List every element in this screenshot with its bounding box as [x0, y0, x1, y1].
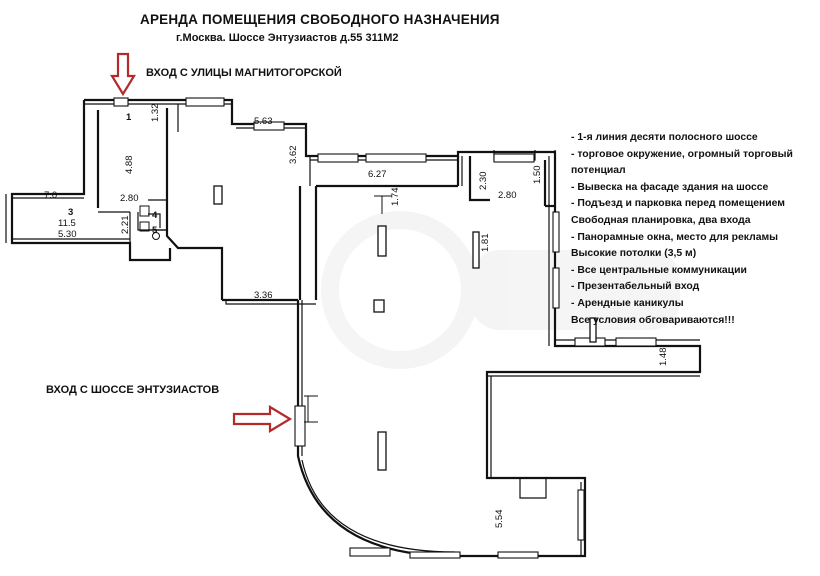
- feature-item: потенциал: [571, 165, 626, 177]
- dim-2-80-right: 2.80: [498, 190, 517, 201]
- dim-1-81: 1.81: [480, 234, 491, 253]
- feature-item: - Арендные каникулы: [571, 297, 684, 309]
- room-4-label: 4: [152, 210, 158, 221]
- window-markers: [113, 97, 657, 559]
- dim-3-36: 3.36: [254, 290, 273, 301]
- dim-3-62: 3.62: [288, 146, 299, 165]
- room-3-label: 3: [68, 207, 73, 218]
- feature-item: - Панорамные окна, место для рекламы: [571, 231, 779, 243]
- dim-2-80-left: 2.80: [120, 193, 139, 204]
- watermark: [321, 211, 680, 369]
- arrow-right-icon: [232, 405, 293, 433]
- dim-5-30: 5.30: [58, 229, 77, 240]
- dim-6-27: 6.27: [368, 169, 387, 180]
- feature-item: - 1-я линия десяти полосного шоссе: [571, 132, 758, 143]
- arrow-down-icon: [110, 52, 136, 97]
- entrance-bottom-label: ВХОД С ШОССЕ ЭНТУЗИАСТОВ: [46, 384, 220, 396]
- dim-4-88: 4.88: [124, 156, 135, 175]
- feature-item: - Вывеска на фасаде здания на шоссе: [571, 181, 769, 193]
- columns: [213, 185, 597, 471]
- features-list: - 1-я линия десяти полосного шоссе - тор…: [571, 130, 816, 329]
- dim-2-21: 2.21: [120, 216, 131, 235]
- dim-7-0: 7.0: [44, 190, 57, 201]
- feature-item: - торговое окружение, огромный торговый: [571, 148, 793, 160]
- feature-item: - Все центральные коммуникации: [571, 264, 747, 276]
- room-1-label: 1: [126, 112, 132, 123]
- entrance-top-label: ВХОД С УЛИЦЫ МАГНИТОГОРСКОЙ: [146, 67, 342, 79]
- dim-5-63: 5.63: [254, 116, 273, 127]
- address-subtitle: г.Москва. Шоссе Энтузиастов д.55 311М2: [176, 32, 399, 44]
- feature-item: - Презентабельный вход: [571, 281, 700, 293]
- dim-1-50: 1.50: [532, 166, 543, 185]
- door-markers: [304, 195, 392, 423]
- feature-item: Все условия обговариваются!!!: [571, 314, 735, 326]
- dim-5-54: 5.54: [494, 510, 505, 529]
- dim-2-30: 2.30: [478, 172, 489, 191]
- dim-1-48: 1.48: [658, 348, 669, 367]
- page-title: АРЕНДА ПОМЕЩЕНИЯ СВОБОДНОГО НАЗНАЧЕНИЯ: [140, 12, 500, 27]
- plan-labels: 1 3 4 5 11.5 1.32 4.88 7.0 2.80 2.21 5.3…: [44, 104, 669, 529]
- room-5-label: 5: [152, 225, 158, 236]
- dim-1-32: 1.32: [150, 104, 161, 123]
- room-area-label: 11.5: [58, 218, 76, 229]
- feature-item: Свободная планировка, два входа: [571, 214, 751, 226]
- dim-1-74: 1.74: [390, 188, 401, 207]
- feature-item: Высокие потолки (3,5 м): [571, 248, 697, 260]
- room-tags: [139, 205, 160, 240]
- feature-item: - Подъезд и парковка перед помещением: [571, 198, 785, 210]
